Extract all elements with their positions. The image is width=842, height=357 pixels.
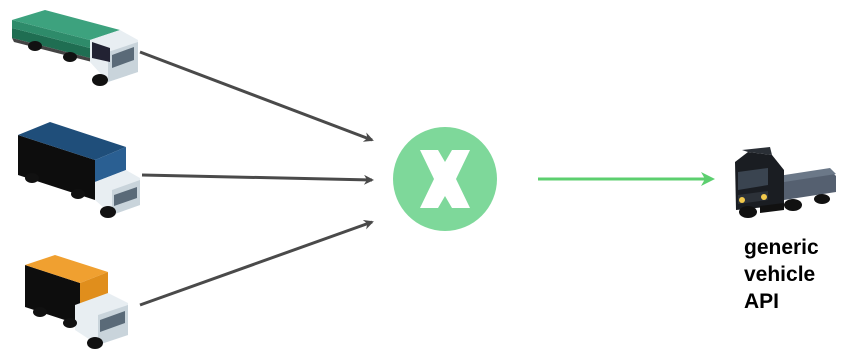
blue-box-truck-icon bbox=[18, 122, 140, 218]
label-line-1: generic bbox=[744, 236, 819, 259]
x-logo-icon bbox=[393, 127, 497, 231]
green-flatbed-truck-icon bbox=[12, 10, 138, 86]
arrow-from-blue-truck bbox=[141, 173, 374, 185]
generic-vehicle-api-label: generic vehicle API bbox=[744, 234, 840, 315]
arrow-from-green-truck bbox=[139, 50, 374, 142]
orange-box-truck-icon bbox=[25, 255, 128, 349]
label-line-3: API bbox=[744, 290, 780, 313]
label-line-2: vehicle bbox=[744, 263, 816, 286]
tractor-truck-icon bbox=[735, 147, 836, 218]
arrow-from-orange-truck bbox=[139, 219, 374, 307]
